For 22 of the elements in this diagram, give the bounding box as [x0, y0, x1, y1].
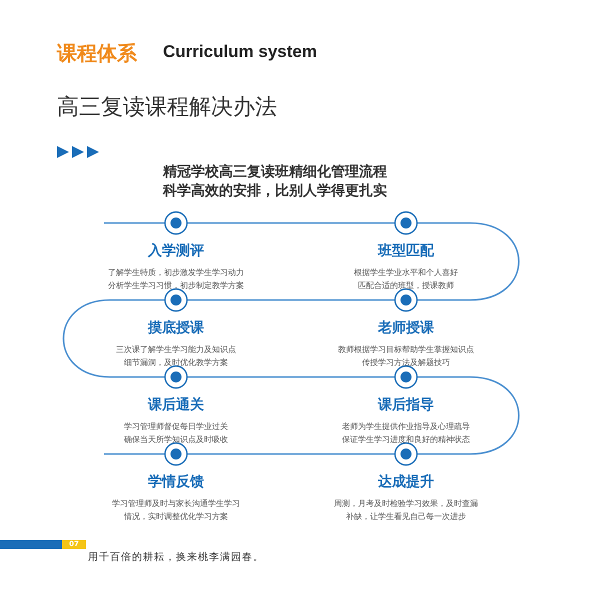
step-description: 教师根据学习目标帮助学生掌握知识点传授学习方法及解题技巧 — [337, 344, 475, 369]
step-description: 了解学生特质，初步激发学生学习动力分析学生学习习惯，初步制定教学方案 — [107, 267, 245, 292]
step-heading: 摸底授课 — [146, 319, 205, 337]
diagram-subtitle: 科学高效的安排，比别人学得更扎实 — [163, 182, 387, 200]
step-description: 老师为学生提供作业指导及心理疏导保证学生学习进度和良好的精神状态 — [341, 421, 471, 446]
step-heading: 学情反馈 — [147, 473, 205, 491]
diagram-title: 精冠学校高三复读班精细化管理流程 — [163, 163, 387, 181]
step-description: 根据学生学业水平和个人喜好匹配合适的班型，授课教师 — [353, 267, 459, 292]
section-heading-english: Curriculum system — [163, 42, 317, 62]
step-description: 三次课了解学生学习能力及知识点细节漏洞，及时优化教学方案 — [115, 344, 237, 369]
step-heading: 达成提升 — [377, 473, 435, 491]
step-description: 学习管理师督促每日学业过关确保当天所学知识点及时吸收 — [123, 421, 229, 446]
page-subtitle: 高三复读课程解决办法 — [57, 94, 277, 122]
footer-motto: 用千百倍的耕耘，换来桃李满园春。 — [88, 550, 264, 564]
step-heading: 课后指导 — [376, 396, 435, 414]
step-heading: 入学测评 — [146, 242, 205, 260]
step-description: 周测，月考及时检验学习效果，及时查漏补缺，让学生看见自己每一次进步 — [333, 498, 479, 523]
step-heading: 班型匹配 — [376, 242, 436, 260]
step-description: 学习管理师及时与家长沟通学生学习情况，实时调整优化学习方案 — [111, 498, 241, 523]
step-heading: 老师授课 — [376, 319, 435, 337]
step-heading: 课后通关 — [146, 396, 205, 414]
section-heading: 课程体系 — [57, 40, 137, 67]
